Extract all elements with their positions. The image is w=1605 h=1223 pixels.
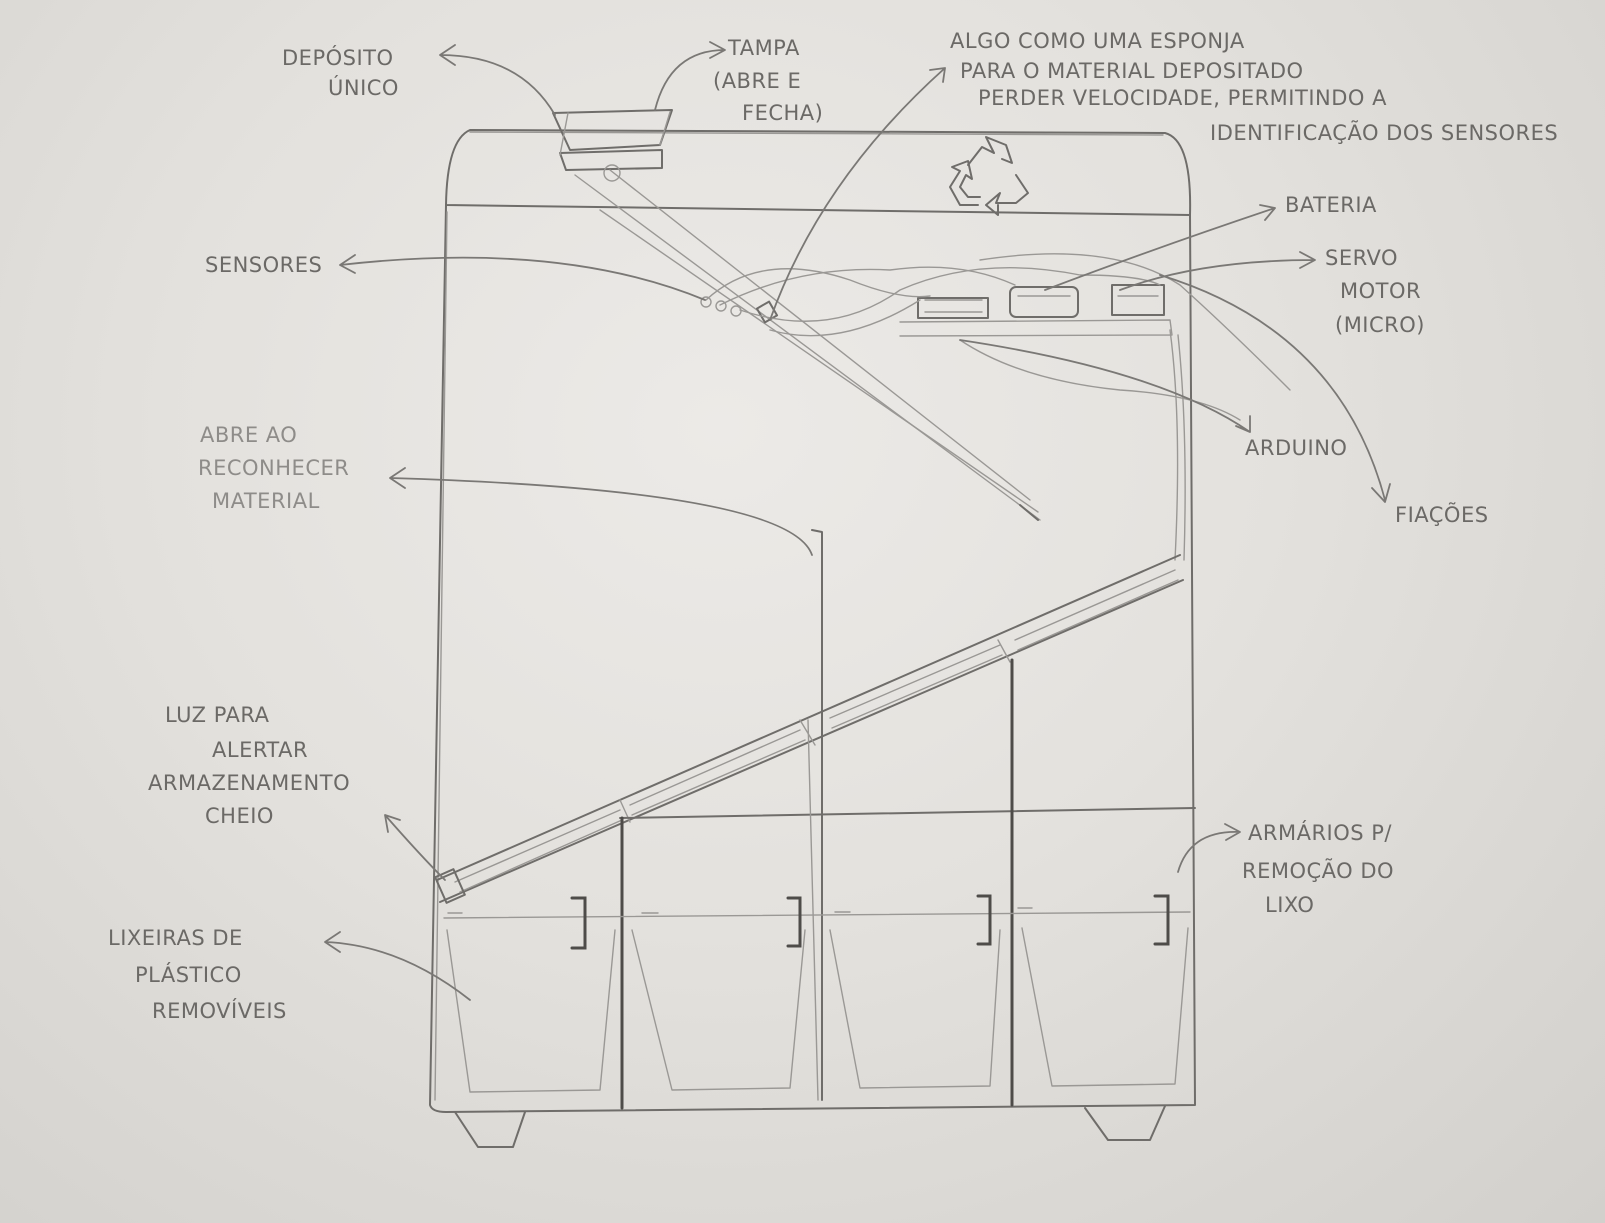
svg-text:TAMPA: TAMPA — [727, 36, 800, 60]
label-servo: SERVO MOTOR (MICRO) — [1325, 246, 1425, 337]
svg-text:LUZ PARA: LUZ PARA — [165, 703, 270, 727]
svg-text:PLÁSTICO: PLÁSTICO — [135, 962, 242, 987]
svg-text:FECHA): FECHA) — [742, 101, 823, 125]
label-esponja: ALGO COMO UMA ESPONJA PARA O MATERIAL DE… — [950, 29, 1558, 145]
label-lixeiras: LIXEIRAS DE PLÁSTICO REMOVÍVEIS — [108, 926, 287, 1023]
svg-text:REMOÇÃO DO: REMOÇÃO DO — [1242, 857, 1394, 883]
svg-text:ARDUINO: ARDUINO — [1245, 436, 1347, 460]
cabinet-outline — [430, 130, 1195, 1147]
label-deposito: DEPÓSITO ÚNICO — [282, 45, 399, 100]
svg-text:PARA O MATERIAL DEPOSITADO: PARA O MATERIAL DEPOSITADO — [960, 59, 1304, 83]
label-bateria: BATERIA — [1285, 193, 1377, 217]
svg-text:REMOVÍVEIS: REMOVÍVEIS — [152, 998, 287, 1023]
svg-text:MOTOR: MOTOR — [1340, 279, 1421, 303]
svg-text:SENSORES: SENSORES — [205, 253, 322, 277]
label-fiacoes: FIAÇÕES — [1395, 501, 1489, 527]
svg-text:LIXEIRAS DE: LIXEIRAS DE — [108, 926, 243, 950]
label-arduino: ARDUINO — [1245, 436, 1347, 460]
svg-text:CHEIO: CHEIO — [205, 804, 274, 828]
svg-text:IDENTIFICAÇÃO DOS SENSORES: IDENTIFICAÇÃO DOS SENSORES — [1210, 119, 1558, 145]
svg-text:(ABRE E: (ABRE E — [713, 69, 801, 93]
svg-text:SERVO: SERVO — [1325, 246, 1398, 270]
svg-text:ÚNICO: ÚNICO — [328, 75, 399, 100]
lower-cabinets — [444, 660, 1195, 1108]
svg-text:PERDER VELOCIDADE, PERMITINDO: PERDER VELOCIDADE, PERMITINDO A — [978, 86, 1387, 110]
svg-text:ALGO COMO UMA ESPONJA: ALGO COMO UMA ESPONJA — [950, 29, 1245, 53]
deposit-lid — [553, 110, 672, 181]
label-luz: LUZ PARA ALERTAR ARMAZENAMENTO CHEIO — [148, 703, 350, 828]
annotation-arrows — [325, 42, 1390, 1000]
svg-text:ALERTAR: ALERTAR — [212, 738, 308, 762]
svg-text:FIAÇÕES: FIAÇÕES — [1395, 501, 1489, 527]
recycle-icon — [950, 137, 1028, 215]
svg-text:LIXO: LIXO — [1265, 893, 1314, 917]
svg-text:(MICRO): (MICRO) — [1335, 313, 1425, 337]
svg-text:MATERIAL: MATERIAL — [212, 489, 320, 513]
label-sensores: SENSORES — [205, 253, 322, 277]
label-armarios: ARMÁRIOS P/ REMOÇÃO DO LIXO — [1242, 820, 1394, 917]
svg-text:ARMAZENAMENTO: ARMAZENAMENTO — [148, 771, 350, 795]
svg-text:DEPÓSITO: DEPÓSITO — [282, 45, 394, 70]
inner-chute — [575, 170, 1040, 520]
label-tampa: TAMPA (ABRE E FECHA) — [713, 36, 823, 125]
svg-text:ABRE AO: ABRE AO — [200, 423, 297, 447]
svg-text:BATERIA: BATERIA — [1285, 193, 1377, 217]
electronics-shelf — [701, 254, 1290, 560]
label-abre: ABRE AO RECONHECER MATERIAL — [198, 423, 349, 513]
svg-text:RECONHECER: RECONHECER — [198, 456, 349, 480]
svg-text:ARMÁRIOS P/: ARMÁRIOS P/ — [1248, 820, 1392, 845]
